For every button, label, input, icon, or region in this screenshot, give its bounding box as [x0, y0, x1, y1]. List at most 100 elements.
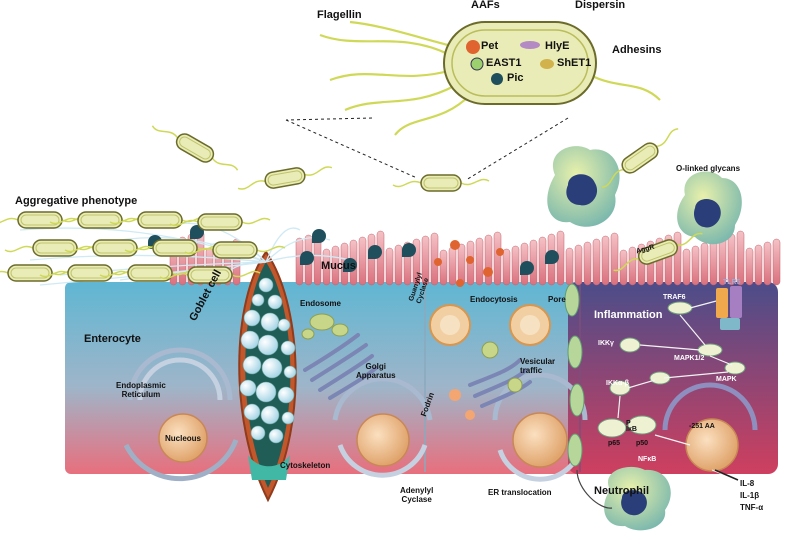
microvillus: [763, 241, 772, 286]
flagellum: [349, 20, 449, 47]
mucin-granule: [281, 411, 295, 425]
tnfa-label: TNF-α: [740, 503, 764, 512]
microvillus: [421, 235, 430, 286]
golgi-apparatus: [303, 333, 378, 400]
zoom-line: [465, 117, 569, 181]
flagellum: [589, 74, 661, 101]
mucin-glyph: [368, 245, 382, 259]
endocytosis-label: Endocytosis: [470, 295, 518, 304]
mucin-granule: [283, 365, 297, 379]
aggregative-phenotype-label: Aggregative phenotype: [15, 195, 138, 207]
nucleous-label: Nucleous: [165, 434, 202, 443]
mucin-granule: [242, 355, 262, 375]
mucin-glyph: [312, 229, 326, 243]
flagellum: [394, 94, 471, 136]
nucleus-left: [158, 413, 208, 463]
microvillus: [691, 245, 700, 286]
mucin-glyph: [343, 258, 357, 272]
microvillus: [385, 247, 394, 286]
aggregating-bacterium: [184, 241, 286, 259]
cytokine-arrow: [714, 469, 739, 481]
mucin-granule: [250, 425, 266, 441]
nucleus-right: [512, 412, 568, 468]
tlr5-receptor: [716, 286, 742, 330]
mucin-granule: [243, 403, 261, 421]
aggregating-bacterium: [39, 264, 141, 282]
ikk-gamma-label: IKKγ: [598, 340, 614, 347]
mucin-granule: [280, 340, 296, 356]
microvillus: [493, 231, 502, 286]
microvillus: [583, 241, 592, 286]
aggregating-bacterium: [169, 213, 271, 231]
bacterium-body: [443, 21, 597, 105]
mucin-granule: [257, 334, 279, 356]
mucin-granule: [239, 379, 257, 397]
microvillus: [484, 234, 493, 286]
microvillus: [727, 233, 736, 286]
pic-protease: [491, 73, 503, 85]
aggregating-bacterium: [4, 239, 106, 257]
shet1-label: ShET1: [557, 57, 592, 69]
leukocyte-top: [547, 146, 620, 227]
neutrophil-bottom: [604, 466, 671, 531]
endoplasmic-reticulum-mid: [332, 376, 433, 478]
mucin-glyph: [300, 251, 314, 265]
nfkb-label: NFκB: [638, 456, 657, 463]
er-label: Endoplasmic Reticulum: [116, 381, 166, 399]
free-bacterium: [392, 174, 490, 192]
free-bacterium: [237, 166, 333, 190]
neutrophil-label: Neutrophil: [594, 485, 649, 497]
mucin-granule: [251, 293, 265, 307]
microvillus: [358, 236, 367, 286]
promoter-label: -251 AA: [689, 423, 715, 430]
pore-label: Pore: [548, 295, 566, 304]
toxin-particles: [434, 240, 504, 287]
endocytosis-vesicles: [429, 304, 551, 420]
cytoskeleton-label: Cytoskeleton: [280, 461, 331, 470]
free-bacterium: [601, 128, 679, 188]
p50-label: p50: [636, 440, 649, 447]
microvillus: [448, 246, 457, 286]
mucin-granule: [243, 309, 261, 327]
ikk-ab-label: IKKα-β: [606, 380, 629, 387]
shet1-toxin: [540, 59, 554, 69]
mucin-granule: [258, 277, 274, 293]
mucus-strand: [29, 254, 267, 263]
il1b-label: IL-1β: [740, 491, 760, 500]
flagellum: [329, 68, 453, 82]
mucin-granule: [240, 330, 260, 350]
enterocyte-label: Enterocyte: [84, 333, 141, 345]
inflammation-label: Inflammation: [594, 309, 663, 321]
goblet-nucleus: [248, 455, 290, 480]
endosome-label: Endosome: [300, 299, 341, 308]
golgi-apparatus-2: [468, 358, 532, 408]
nucleus-inflamed: [662, 382, 758, 472]
microvillus: [682, 248, 691, 286]
zoom-line: [285, 117, 373, 121]
endoplasmic-reticulum-left: [123, 347, 239, 482]
dispersin-label: Dispersin: [575, 0, 626, 11]
mucin-glyph: [402, 243, 416, 257]
mucin-granule: [267, 294, 283, 310]
il8-label: IL-8: [740, 479, 755, 488]
microvillus: [772, 238, 781, 286]
mucin-glyph: [520, 261, 534, 275]
hlye-label: HlyE: [545, 40, 570, 52]
microvillus: [367, 233, 376, 286]
mapk12-label: MAPK1/2: [674, 355, 705, 362]
golgi-label: Golgi Apparatus: [356, 362, 396, 380]
aggregating-bacterium: [64, 239, 166, 257]
microvillus: [745, 247, 754, 286]
mucin-glyph: [545, 250, 559, 264]
zoom-line: [285, 119, 418, 179]
mucus-strand: [265, 227, 301, 263]
mapk-label: MAPK: [716, 376, 737, 383]
aggr-bacterium: [613, 232, 703, 272]
free-bacterium: [151, 125, 239, 171]
aggregating-bacterium: [159, 266, 261, 284]
mucin-granule: [260, 312, 280, 332]
microvillus: [700, 242, 709, 286]
mucin-granule: [260, 405, 280, 425]
